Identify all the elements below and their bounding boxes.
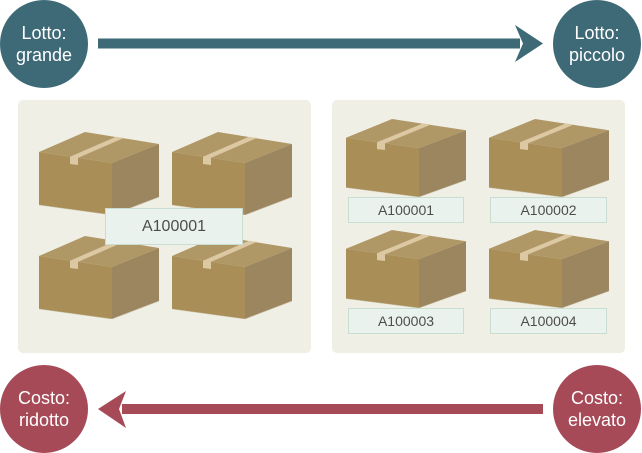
low-cost-circle: Costo: ridotto: [0, 365, 88, 453]
circle-label-line2: ridotto: [18, 410, 70, 430]
high-cost-circle: Costo: elevato: [553, 365, 641, 453]
lot-label: A100002: [490, 197, 607, 223]
cost-arrow-left: [98, 391, 543, 428]
circle-label-line1: Costo:: [570, 388, 624, 408]
lot-size-arrow-right: [98, 25, 543, 62]
large-lot-circle: Lotto: grande: [0, 0, 88, 88]
circle-label-line2: grande: [15, 45, 73, 65]
lot-label: A100003: [348, 308, 464, 334]
lot-label: A100004: [490, 308, 607, 334]
circle-label-line1: Costo:: [17, 388, 71, 408]
circle-label-line1: Lotto:: [574, 23, 620, 43]
lot-label: A100001: [348, 197, 464, 223]
circle-label-line1: Lotto:: [21, 23, 67, 43]
small-lot-circle: Lotto: piccolo: [553, 0, 641, 88]
shared-lot-label: A100001: [105, 208, 243, 245]
circle-label-line2: piccolo: [568, 45, 626, 65]
circle-label-line2: elevato: [567, 410, 627, 430]
